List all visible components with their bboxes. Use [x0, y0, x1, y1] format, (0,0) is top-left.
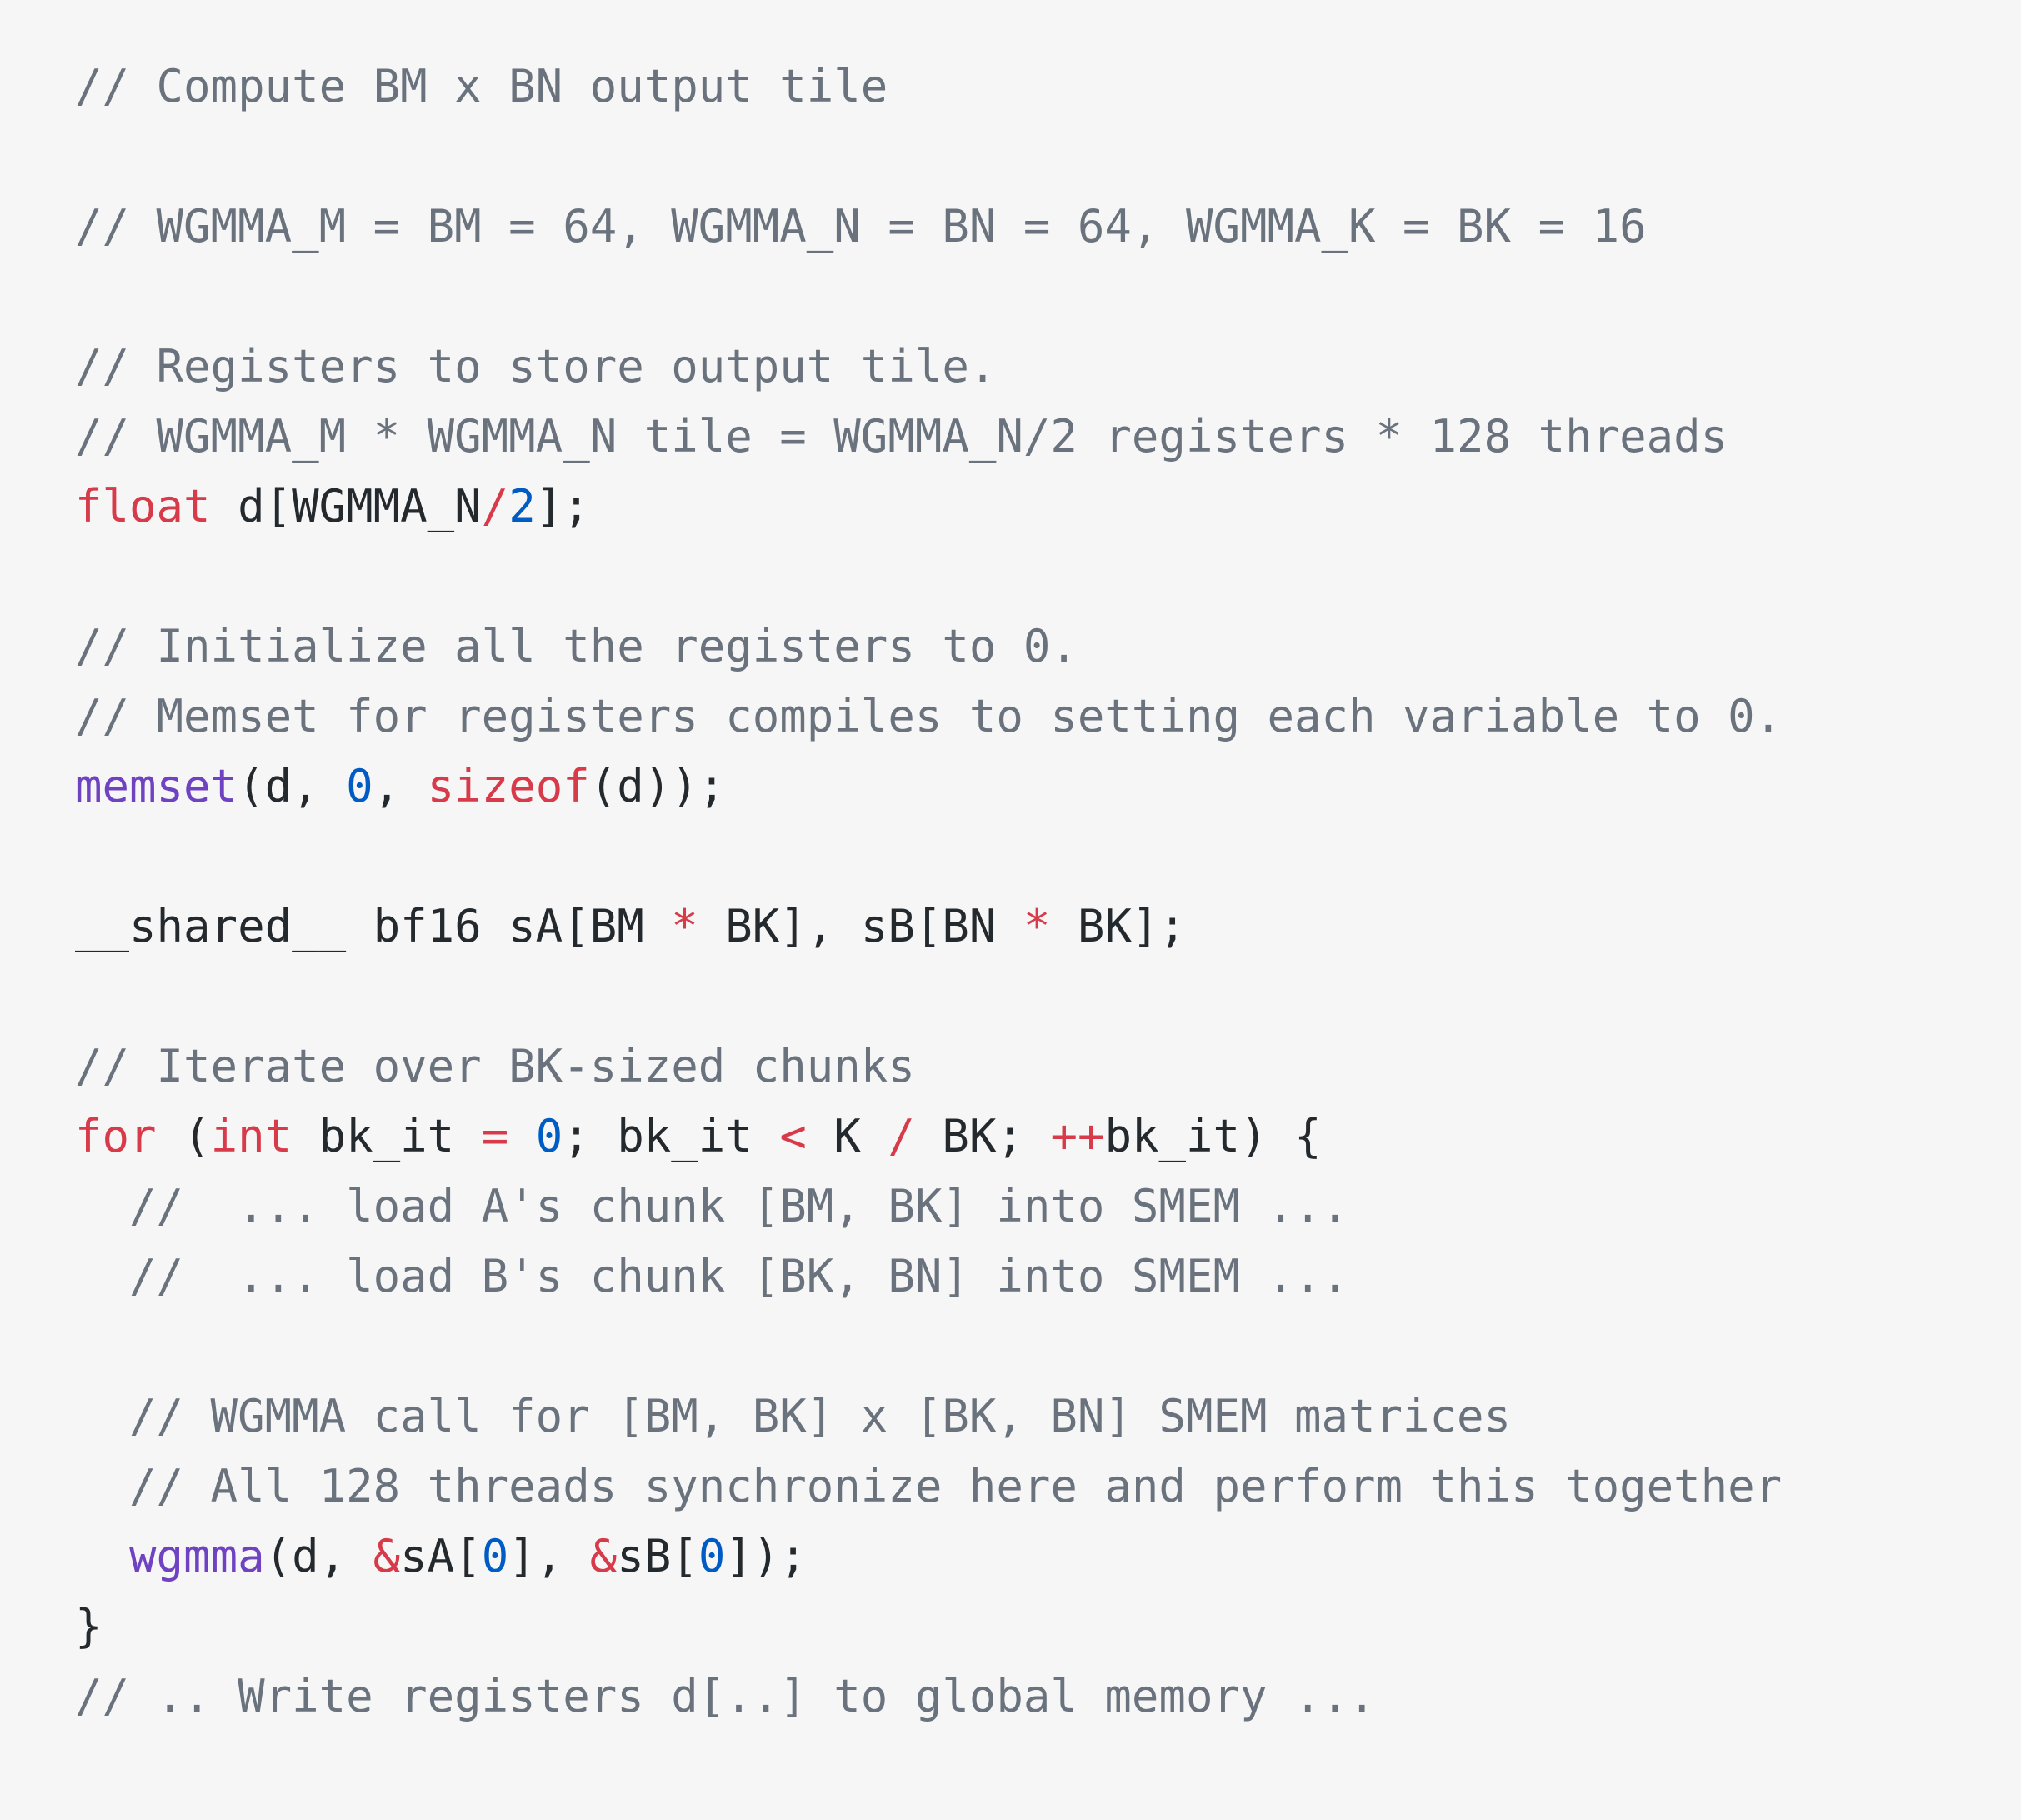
code-token-function: memset	[75, 760, 238, 812]
code-token-plain	[508, 1110, 536, 1162]
code-line: __shared__ bf16 sA[BM * BK], sB[BN * BK]…	[75, 892, 2021, 962]
code-token-plain: BK;	[914, 1110, 1051, 1162]
code-token-keyword: sizeof	[427, 760, 590, 812]
code-token-number: 0	[535, 1110, 563, 1162]
code-line: memset(d, 0, sizeof(d));	[75, 752, 2021, 822]
code-token-plain: ];	[535, 480, 590, 532]
code-line: }	[75, 1592, 2021, 1662]
code-token-comment: // ... load B's chunk [BK, BN] into SMEM…	[75, 1250, 1349, 1302]
code-token-plain: sA[	[400, 1530, 482, 1582]
code-token-keyword: float	[75, 480, 211, 532]
code-line	[75, 262, 2021, 332]
code-token-operator: *	[1023, 900, 1051, 952]
code-line: float d[WGMMA_N/2];	[75, 472, 2021, 542]
code-line	[75, 962, 2021, 1032]
code-token-plain: ]);	[725, 1530, 807, 1582]
code-line: wgmma(d, &sA[0], &sB[0]);	[75, 1522, 2021, 1592]
code-line: // WGMMA call for [BM, BK] x [BK, BN] SM…	[75, 1382, 2021, 1452]
code-line: // ... load B's chunk [BK, BN] into SMEM…	[75, 1242, 2021, 1312]
code-token-number: 0	[698, 1530, 726, 1582]
code-line	[75, 1312, 2021, 1382]
code-line: // ... load A's chunk [BM, BK] into SMEM…	[75, 1172, 2021, 1242]
code-line: // Compute BM x BN output tile	[75, 52, 2021, 122]
code-token-plain: (	[156, 1110, 211, 1162]
code-token-keyword: for	[75, 1110, 157, 1162]
code-line: // Memset for registers compiles to sett…	[75, 682, 2021, 752]
code-token-plain: K	[806, 1110, 888, 1162]
code-token-comment: // Compute BM x BN output tile	[75, 60, 888, 112]
code-line: // Registers to store output tile.	[75, 332, 2021, 402]
code-token-plain: (d,	[238, 760, 347, 812]
code-token-operator: ++	[1050, 1110, 1105, 1162]
code-token-operator: /	[481, 480, 509, 532]
code-line	[75, 122, 2021, 192]
code-token-comment: // Registers to store output tile.	[75, 340, 997, 392]
code-token-comment: // Iterate over BK-sized chunks	[75, 1040, 915, 1092]
code-token-plain: bk_it	[292, 1110, 482, 1162]
code-line: // All 128 threads synchronize here and …	[75, 1452, 2021, 1522]
code-token-number: 2	[508, 480, 536, 532]
code-token-plain: ,	[373, 760, 428, 812]
code-token-number: 0	[481, 1530, 509, 1582]
code-token-operator: *	[671, 900, 698, 952]
code-line: // Iterate over BK-sized chunks	[75, 1032, 2021, 1102]
code-token-comment: // Memset for registers compiles to sett…	[75, 690, 1783, 742]
code-token-plain: ],	[508, 1530, 590, 1582]
code-token-plain: bk_it) {	[1104, 1110, 1322, 1162]
code-token-comment: // WGMMA_M = BM = 64, WGMMA_N = BN = 64,…	[75, 200, 1647, 252]
code-line	[75, 822, 2021, 892]
code-line: for (int bk_it = 0; bk_it < K / BK; ++bk…	[75, 1102, 2021, 1172]
code-token-plain: ; bk_it	[563, 1110, 780, 1162]
code-token-plain: sB[	[617, 1530, 698, 1582]
code-line: // Initialize all the registers to 0.	[75, 612, 2021, 682]
code-token-comment: // ... load A's chunk [BM, BK] into SMEM…	[75, 1180, 1349, 1232]
code-token-comment: // Initialize all the registers to 0.	[75, 620, 1078, 672]
code-token-plain: BK], sB[BN	[698, 900, 1023, 952]
code-token-comment: // All 128 threads synchronize here and …	[75, 1460, 1783, 1512]
code-token-plain: d[WGMMA_N	[210, 480, 482, 532]
code-token-plain: (d,	[264, 1530, 373, 1582]
code-token-operator: &	[373, 1530, 401, 1582]
code-line: // WGMMA_M * WGMMA_N tile = WGMMA_N/2 re…	[75, 402, 2021, 472]
code-token-operator: &	[589, 1530, 618, 1582]
code-token-number: 0	[346, 760, 373, 812]
code-token-operator: <	[779, 1110, 807, 1162]
code-line	[75, 542, 2021, 612]
code-token-plain: __shared__ bf16 sA[BM	[75, 900, 672, 952]
code-line: // WGMMA_M = BM = 64, WGMMA_N = BN = 64,…	[75, 192, 2021, 262]
code-token-plain: BK];	[1050, 900, 1186, 952]
code-token-operator: =	[481, 1110, 509, 1162]
code-token-comment: // WGMMA call for [BM, BK] x [BK, BN] SM…	[75, 1390, 1512, 1442]
code-token-keyword: int	[210, 1110, 293, 1162]
code-token-comment: // .. Write registers d[..] to global me…	[75, 1670, 1376, 1722]
code-token-function: wgmma	[129, 1530, 265, 1582]
code-line: // .. Write registers d[..] to global me…	[75, 1662, 2021, 1732]
code-token-operator: /	[888, 1110, 915, 1162]
code-token-plain: }	[75, 1600, 103, 1652]
code-token-comment: // WGMMA_M * WGMMA_N tile = WGMMA_N/2 re…	[75, 410, 1728, 462]
code-token-plain: (d));	[589, 760, 726, 812]
code-token-plain	[75, 1530, 129, 1582]
